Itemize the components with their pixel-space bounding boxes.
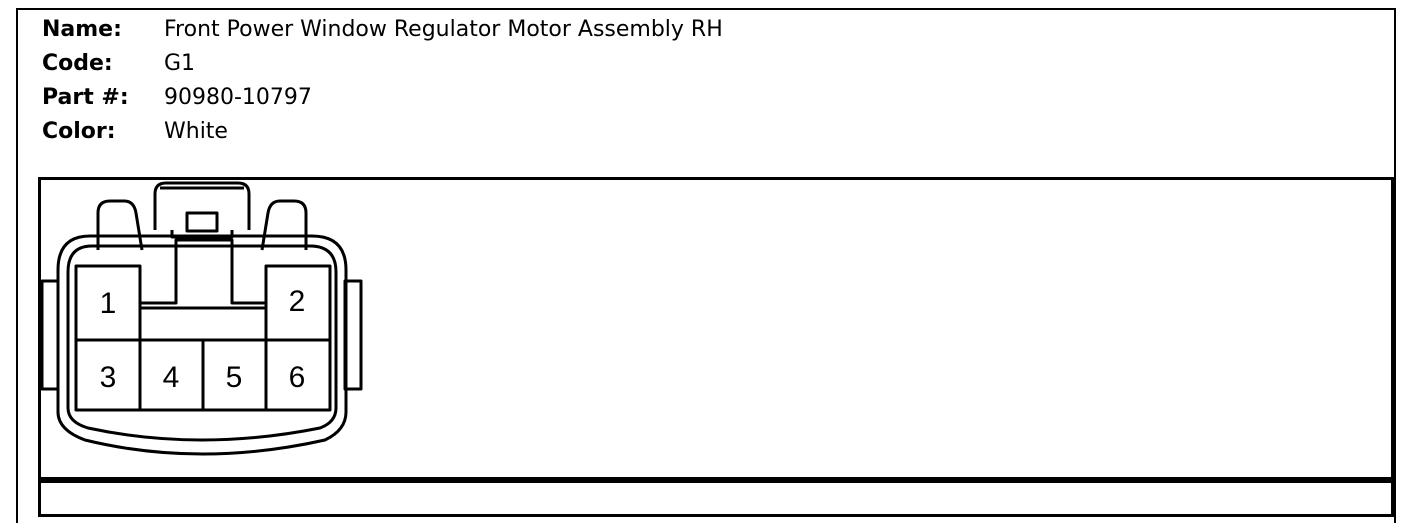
housing-outline <box>56 234 348 456</box>
pin-1-label: 1 <box>100 287 117 320</box>
left-latch <box>96 199 144 251</box>
pin-2-label: 2 <box>289 285 306 318</box>
name-label: Name: <box>42 17 122 42</box>
color-value: White <box>164 119 228 144</box>
bottom-frame <box>38 480 1394 517</box>
center-key <box>153 181 251 230</box>
pin-4-label: 4 <box>163 361 180 394</box>
pin-6-label: 6 <box>289 361 306 394</box>
name-value: Front Power Window Regulator Motor Assem… <box>164 17 723 42</box>
color-label: Color: <box>42 119 116 144</box>
code-label: Code: <box>42 51 113 76</box>
left-ear <box>40 279 60 391</box>
part-number-label: Part #: <box>42 85 129 110</box>
code-value: G1 <box>164 51 196 76</box>
housing-inner <box>66 244 338 442</box>
right-latch <box>260 199 308 251</box>
pin-3-label: 3 <box>100 361 117 394</box>
connector-diagram-frame <box>38 177 1394 480</box>
pin-5-label: 5 <box>226 361 243 394</box>
connector-info-panel <box>16 8 1396 523</box>
part-number-value: 90980-10797 <box>164 85 312 110</box>
